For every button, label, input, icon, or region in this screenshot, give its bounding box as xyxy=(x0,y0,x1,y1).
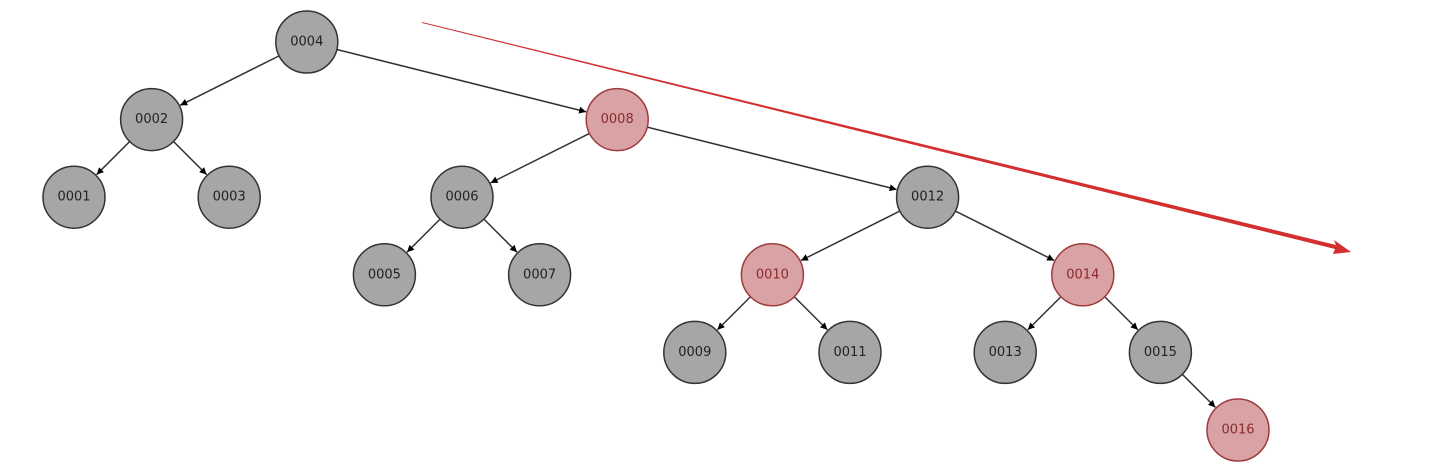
node-key: 0009 xyxy=(678,345,711,360)
red-node-0010: 0010 xyxy=(740,243,805,307)
edge-0002-0001 xyxy=(96,140,131,176)
node-circle xyxy=(430,165,494,229)
node-key: 0002 xyxy=(135,112,168,127)
node-key: 0016 xyxy=(1221,423,1254,438)
node-circle xyxy=(895,165,960,229)
node-key: 0003 xyxy=(213,190,246,205)
black-node-0005: 0005 xyxy=(352,243,417,307)
edge-0014-0013 xyxy=(1027,296,1062,331)
black-node-0015: 0015 xyxy=(1128,320,1193,385)
edge-0006-0007 xyxy=(483,218,518,253)
black-node-0012: 0012 xyxy=(895,165,960,229)
black-node-0001: 0001 xyxy=(42,165,106,229)
node-key: 0001 xyxy=(57,190,90,205)
node-circle xyxy=(119,87,184,152)
black-node-0003: 0003 xyxy=(197,165,261,229)
node-key: 0012 xyxy=(911,190,944,205)
node-key: 0006 xyxy=(445,190,478,205)
edge-0008-0006 xyxy=(490,132,590,184)
edge-0006-0005 xyxy=(406,218,441,253)
black-node-0007: 0007 xyxy=(507,243,572,307)
black-node-0013: 0013 xyxy=(973,320,1037,385)
red-node-0008: 0008 xyxy=(585,87,649,152)
node-key: 0004 xyxy=(290,35,323,50)
black-node-0006: 0006 xyxy=(430,165,494,229)
node-key: 0005 xyxy=(368,267,401,282)
edge-0002-0003 xyxy=(172,140,208,176)
node-key: 0014 xyxy=(1066,267,1099,282)
node-circle xyxy=(1206,398,1270,462)
edge-0004-0002 xyxy=(179,55,280,106)
black-node-0009: 0009 xyxy=(663,320,727,385)
edge-0004-0008 xyxy=(336,48,587,114)
node-circle xyxy=(197,165,261,229)
edge-0010-0011 xyxy=(793,296,828,331)
edge-0015-0016 xyxy=(1181,373,1216,408)
red-node-0016: 0016 xyxy=(1206,398,1270,462)
node-circle xyxy=(663,320,727,385)
node-circle xyxy=(42,165,106,229)
node-key: 0010 xyxy=(756,267,789,282)
node-key: 0008 xyxy=(601,112,634,127)
edge-0014-0015 xyxy=(1104,296,1139,331)
edge-0010-0009 xyxy=(716,296,752,331)
node-circle xyxy=(585,87,649,152)
black-node-0002: 0002 xyxy=(119,87,184,152)
node-circle xyxy=(352,243,417,307)
edge-0008-0012 xyxy=(647,126,897,192)
node-key: 0013 xyxy=(989,345,1022,360)
black-node-0004: 0004 xyxy=(275,10,339,74)
node-circle xyxy=(507,243,572,307)
node-circle xyxy=(275,10,339,74)
node-key: 0011 xyxy=(833,345,866,360)
edge-0012-0014 xyxy=(954,210,1055,262)
node-key: 0007 xyxy=(523,267,556,282)
node-circle xyxy=(740,243,805,307)
black-node-0011: 0011 xyxy=(818,320,882,385)
node-circle xyxy=(1051,243,1115,307)
red-node-0014: 0014 xyxy=(1051,243,1115,307)
edge-0012-0010 xyxy=(800,210,901,262)
node-circle xyxy=(973,320,1037,385)
node-circle xyxy=(818,320,882,385)
node-key: 0015 xyxy=(1144,345,1177,360)
node-circle xyxy=(1128,320,1193,385)
insertion-direction-arrow xyxy=(422,22,1351,254)
